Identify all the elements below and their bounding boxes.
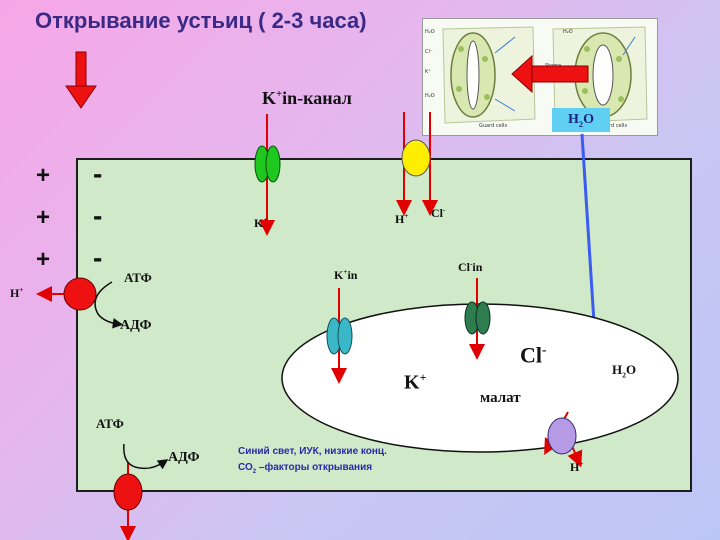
photo-label: K⁺ bbox=[425, 69, 431, 75]
plus-sign: + bbox=[36, 162, 51, 189]
photo-label: Guard cells bbox=[479, 123, 507, 129]
minus-sign: - bbox=[93, 158, 103, 189]
big-down-arrow-icon bbox=[65, 51, 97, 109]
minus-sign: - bbox=[93, 242, 103, 273]
proton-pump-icon bbox=[63, 277, 97, 311]
stoma-closed-image bbox=[442, 26, 536, 124]
h2o-box-label: H2O bbox=[552, 108, 610, 132]
vacuole-k-label: K+ bbox=[404, 370, 427, 394]
plus-sign: + bbox=[36, 246, 51, 273]
atp-label: АТФ bbox=[124, 270, 152, 285]
minus-sign: - bbox=[93, 200, 103, 231]
h2o-label: H2O bbox=[612, 362, 637, 380]
caption-line: СО2 –факторы открывания bbox=[238, 462, 373, 475]
adp-label: АДФ bbox=[168, 450, 200, 465]
atp-hydrolysis-arrow bbox=[94, 281, 124, 329]
factors-caption: Синий свет, ИУК, низкие конц. СО2 –факто… bbox=[238, 444, 387, 480]
bottom-pump-icon bbox=[113, 473, 143, 511]
cl-in-channel-icon bbox=[464, 301, 491, 335]
atp-label: АТФ bbox=[96, 416, 124, 431]
photo-label: H₂O bbox=[425, 29, 435, 35]
h-ion-label: H+ bbox=[570, 460, 584, 474]
photo-label: Guard cells bbox=[599, 123, 627, 129]
channel-label: K+in-канал bbox=[262, 88, 352, 108]
stoma-open-image bbox=[552, 26, 648, 124]
photo-label: H₂O bbox=[425, 93, 435, 99]
vacuole-antiporter-icon bbox=[547, 417, 577, 455]
h-ion-label: H+ bbox=[10, 286, 24, 300]
photo-label: H₂O bbox=[563, 29, 573, 35]
k-channel-icon bbox=[254, 145, 281, 183]
big-left-arrow-icon bbox=[511, 54, 589, 94]
cl-ion-label: Cl- bbox=[431, 206, 446, 220]
vacuole-cl-label: Cl- bbox=[520, 342, 547, 368]
cl-in-label: Cl-in bbox=[458, 260, 483, 274]
k-ion-label: K+ bbox=[254, 216, 268, 230]
adp-label: АДФ bbox=[120, 318, 152, 333]
stomata-photo: H₂O Cl⁻ K⁺ H₂O Stoma Guard cells Guard c… bbox=[422, 18, 658, 136]
h-cl-symporter-icon bbox=[401, 139, 431, 177]
h-ion-label: H+ bbox=[395, 212, 409, 226]
plus-sign: + bbox=[36, 204, 51, 231]
k-in-channel-icon bbox=[326, 317, 353, 355]
atp-hydrolysis-arrow-bottom bbox=[123, 443, 169, 470]
caption-line: Синий свет, ИУК, низкие конц. bbox=[238, 446, 387, 457]
page-title: Открывание устьиц ( 2-3 часа) bbox=[35, 8, 367, 33]
malate-label: малат bbox=[480, 390, 521, 406]
k-in-label: K+in bbox=[334, 268, 358, 282]
photo-label: Cl⁻ bbox=[425, 49, 433, 55]
